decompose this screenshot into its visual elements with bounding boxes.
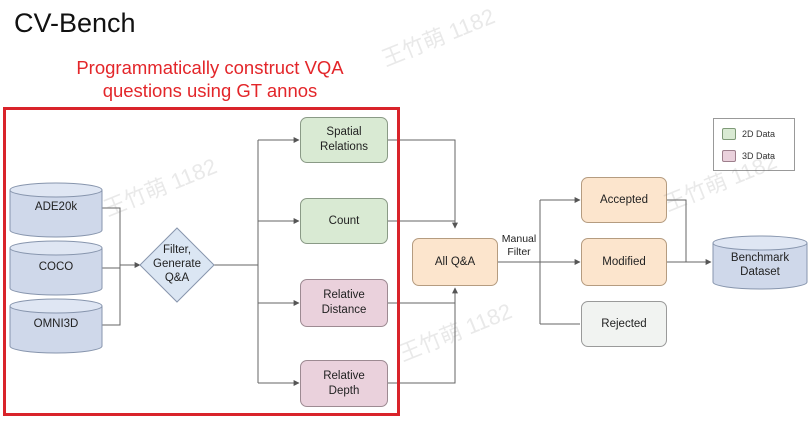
outcome-rejected: Rejected (581, 301, 667, 347)
legend-label-3d: 3D Data (742, 151, 776, 161)
database-icon-benchmark (712, 235, 808, 290)
filter-line-3: Q&A (164, 272, 190, 284)
task-label: Spatial (326, 126, 362, 138)
benchmark-line-1: Benchmark (730, 252, 790, 264)
manual-filter-line-2: Filter (507, 246, 531, 258)
all-qa-node: All Q&A (412, 238, 498, 286)
database-icon-ade20k (9, 182, 103, 238)
highlight-box (3, 107, 400, 416)
benchmark-dataset: Benchmark Dataset (713, 251, 807, 279)
subtitle-line-1: Programmatically construct VQA (76, 57, 344, 78)
filter-line-2: Generate (153, 258, 201, 270)
benchmark-line-2: Dataset (740, 266, 780, 278)
filter-diamond-shape (139, 227, 215, 303)
database-icon-omni3d (9, 298, 103, 354)
manual-filter-line-1: Manual (501, 233, 537, 245)
filter-line-1: Filter, (162, 244, 192, 256)
source-ade20k: ADE20k (34, 201, 78, 213)
task-label: Depth (328, 384, 360, 397)
database-icon-coco (9, 240, 103, 296)
manual-filter-label: Manual Filter (497, 233, 541, 259)
task-label: Distance (321, 304, 367, 316)
task-label: Relations (320, 141, 368, 153)
legend-item-3d: 3D Data (722, 150, 775, 162)
subtitle-line-2: questions using GT annos (102, 80, 318, 101)
page-title: CV-Bench (14, 8, 136, 38)
outcome-accepted: Accepted (581, 177, 667, 223)
source-coco: COCO (38, 261, 74, 273)
task-label: Relative (323, 369, 365, 382)
legend-swatch-pink (722, 150, 736, 162)
legend: 2D Data 3D Data (713, 118, 795, 171)
legend-item-2d: 2D Data (722, 128, 775, 140)
task-label: Relative (323, 289, 365, 301)
source-omni3d: OMNI3D (33, 318, 79, 330)
outcome-modified: Modified (581, 238, 667, 286)
task-count: Count (300, 198, 388, 244)
task-label: Count (328, 214, 360, 227)
subtitle: Programmatically construct VQA questions… (20, 56, 400, 102)
filter-node: Filter, Generate Q&A (140, 243, 214, 285)
legend-label-2d: 2D Data (742, 129, 776, 139)
legend-swatch-green (722, 128, 736, 140)
